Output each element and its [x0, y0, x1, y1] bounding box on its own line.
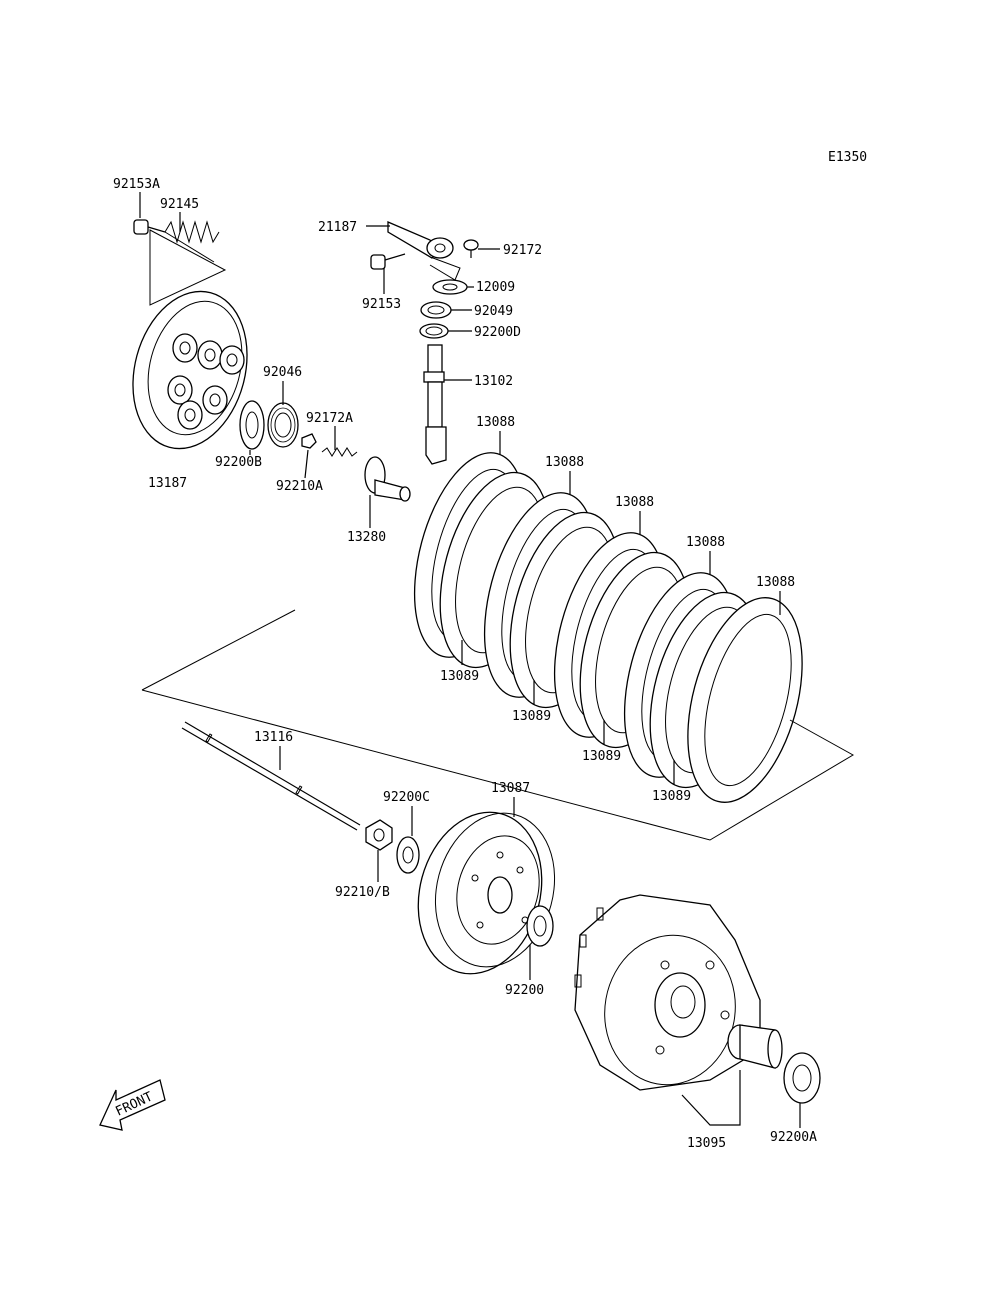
front-arrow-icon: FRONT	[99, 1079, 166, 1131]
nut-92210A	[301, 433, 317, 449]
label-21187: 21187	[318, 220, 357, 235]
bolt-92172A	[321, 447, 358, 457]
pushrod-13280	[364, 456, 411, 502]
leader-92210A	[304, 449, 309, 479]
label-13187: 13187	[148, 476, 187, 491]
spring-92145	[164, 220, 220, 263]
label-92200A: 92200A	[770, 1130, 817, 1145]
washer-92200B	[239, 400, 265, 450]
label-92172A: 92172A	[306, 411, 353, 426]
seal-92049	[420, 301, 452, 319]
label-92172: 92172	[503, 243, 542, 258]
label-92145: 92145	[160, 197, 199, 212]
lever-link-lines	[429, 257, 461, 281]
lever-21187	[387, 221, 454, 259]
label-13095: 13095	[687, 1136, 726, 1151]
leader-13095	[681, 1070, 741, 1126]
pushrod-13116	[181, 721, 361, 831]
label-13089-4: 13089	[652, 789, 691, 804]
clutch-hub-13087	[417, 811, 556, 975]
washer-12009	[432, 279, 468, 295]
release-shaft-13102	[423, 344, 447, 465]
label-13087: 13087	[491, 781, 530, 796]
assembly-guide-lines	[141, 609, 855, 841]
label-13088-3: 13088	[615, 495, 654, 510]
label-92200C: 92200C	[383, 790, 430, 805]
label-13280: 13280	[347, 530, 386, 545]
bolt-92153A	[133, 219, 166, 235]
label-12009: 12009	[476, 280, 515, 295]
nut-92210B	[365, 819, 393, 851]
washer-92200	[526, 905, 554, 947]
label-13116: 13116	[254, 730, 293, 745]
label-92200B: 92200B	[215, 455, 262, 470]
washer-92200A	[783, 1052, 821, 1104]
bolt-92153	[370, 253, 406, 270]
label-92200: 92200	[505, 983, 544, 998]
label-13089-3: 13089	[582, 749, 621, 764]
label-92049: 92049	[474, 304, 513, 319]
label-92153A: 92153A	[113, 177, 160, 192]
oring-92200D	[419, 323, 449, 339]
label-13088-2: 13088	[545, 455, 584, 470]
washer-92200C	[396, 836, 420, 874]
label-13088-1: 13088	[476, 415, 515, 430]
label-13088-4: 13088	[686, 535, 725, 550]
label-13088-5: 13088	[756, 575, 795, 590]
screw-92172	[463, 239, 479, 258]
friction-plate-13088-5	[687, 597, 803, 803]
label-92153: 92153	[362, 297, 401, 312]
sleeve-13095	[727, 1024, 783, 1069]
label-92200D: 92200D	[474, 325, 521, 340]
spring-leader-box	[149, 229, 227, 306]
label-13102: 13102	[474, 374, 513, 389]
bearing-92046	[267, 402, 299, 448]
label-13089-2: 13089	[512, 709, 551, 724]
label-92046: 92046	[263, 365, 302, 380]
label-92210B: 92210/B	[335, 885, 390, 900]
label-13089-1: 13089	[440, 669, 479, 684]
pressure-plate-13187	[132, 290, 248, 450]
clutch-housing-13095	[574, 894, 761, 1091]
diagram-code: E1350	[828, 150, 867, 165]
label-92210A: 92210A	[276, 479, 323, 494]
